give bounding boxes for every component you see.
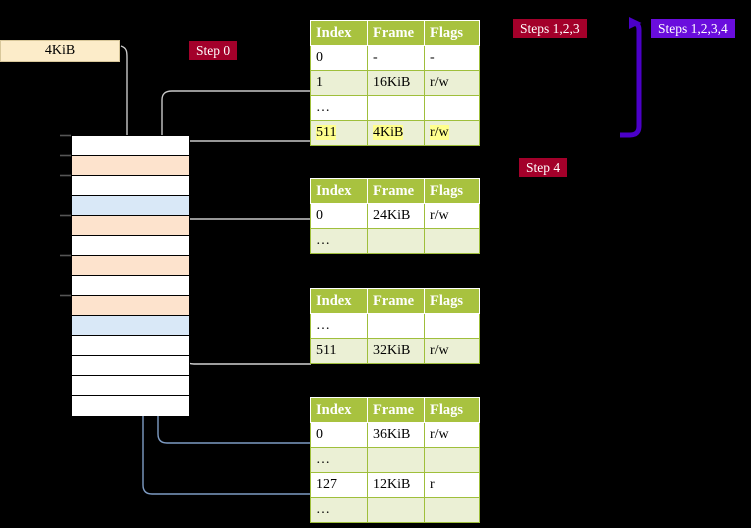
memory-frame-row	[72, 216, 189, 236]
table-cell: 24KiB	[367, 203, 425, 229]
column-header: Index	[310, 288, 368, 314]
table-cell	[367, 497, 425, 523]
physical-memory-column	[71, 135, 190, 416]
column-header: Frame	[367, 20, 425, 46]
table-cell: 4KiB	[367, 120, 425, 146]
table-cell: 36KiB	[367, 422, 425, 448]
table-cell: …	[310, 228, 368, 254]
table-cell: r/w	[424, 422, 480, 448]
table-cell: -	[367, 45, 425, 71]
badge-steps-1-2-3: Steps 1,2,3	[513, 19, 587, 38]
table-cell	[367, 95, 425, 121]
table-cell	[367, 447, 425, 473]
connector-table1-row0-to-memory	[177, 218, 311, 266]
table-cell: …	[310, 447, 368, 473]
table-cell: r/w	[424, 70, 480, 96]
table-cell	[424, 313, 480, 339]
table-cell: …	[310, 95, 368, 121]
column-header: Flags	[424, 397, 480, 423]
memory-frame-row	[72, 276, 189, 296]
table-row: …	[310, 497, 480, 523]
table-cell	[367, 313, 425, 339]
table-cell	[424, 497, 480, 523]
frame-size-box: 4KiB	[0, 40, 120, 62]
table-cell: r	[424, 472, 480, 498]
table-cell: r/w	[424, 338, 480, 364]
table-cell: 1	[310, 70, 368, 96]
memory-frame-row	[72, 336, 189, 356]
memory-frame-row	[72, 316, 189, 336]
frame-size-label: 4KiB	[44, 43, 76, 58]
table-row: 511 4KiB r/w	[310, 120, 480, 146]
column-header: Index	[310, 397, 368, 423]
column-header: Flags	[424, 178, 480, 204]
column-header: Frame	[367, 397, 425, 423]
highlighted-value: 4KiB	[373, 125, 404, 140]
highlighted-value: r/w	[430, 125, 449, 140]
table-cell	[367, 228, 425, 254]
table-row: …	[310, 228, 480, 254]
purple-bracket	[620, 17, 642, 138]
table-cell: -	[424, 45, 480, 71]
column-header: Index	[310, 20, 368, 46]
table-cell: 16KiB	[367, 70, 425, 96]
table-cell	[424, 95, 480, 121]
memory-frame-row	[72, 176, 189, 196]
memory-frame-row	[72, 296, 189, 316]
table-cell	[424, 228, 480, 254]
table-cell: 511	[310, 338, 368, 364]
table-cell: …	[310, 313, 368, 339]
table-cell: 0	[310, 203, 368, 229]
column-header: Flags	[424, 20, 480, 46]
table-cell: r/w	[424, 203, 480, 229]
memory-frame-row	[72, 196, 189, 216]
column-header: Frame	[367, 288, 425, 314]
table-row: …	[310, 95, 480, 121]
memory-frame-row	[72, 236, 189, 256]
connector-4kib-to-memory	[120, 45, 134, 152]
memory-frame-row	[72, 396, 189, 416]
table-row: …	[310, 313, 480, 339]
table-cell: 32KiB	[367, 338, 425, 364]
memory-frame-row	[72, 136, 189, 156]
table-row: …	[310, 447, 480, 473]
table-cell: 511	[310, 120, 368, 146]
column-header: Index	[310, 178, 368, 204]
table-cell: 127	[310, 472, 368, 498]
badge-steps-1-2-3-4: Steps 1,2,3,4	[651, 19, 735, 38]
column-header: Frame	[367, 178, 425, 204]
table-cell: 12KiB	[367, 472, 425, 498]
column-header: Flags	[424, 288, 480, 314]
table-cell	[424, 447, 480, 473]
connector-table0-row511-to-memory	[170, 140, 311, 159]
table-cell: …	[310, 497, 368, 523]
connector-table2-row511-to-memory	[177, 314, 311, 365]
highlighted-value: 511	[316, 125, 337, 140]
table-cell: 0	[310, 422, 368, 448]
table-cell: r/w	[424, 120, 480, 146]
memory-frame-row	[72, 156, 189, 176]
memory-frame-row	[72, 376, 189, 396]
badge-step-0: Step 0	[189, 41, 238, 60]
table-row: 0--	[310, 45, 480, 71]
badge-step-4: Step 4	[519, 158, 568, 177]
memory-frame-row	[72, 356, 189, 376]
memory-frame-row	[72, 256, 189, 276]
table-cell: 0	[310, 45, 368, 71]
